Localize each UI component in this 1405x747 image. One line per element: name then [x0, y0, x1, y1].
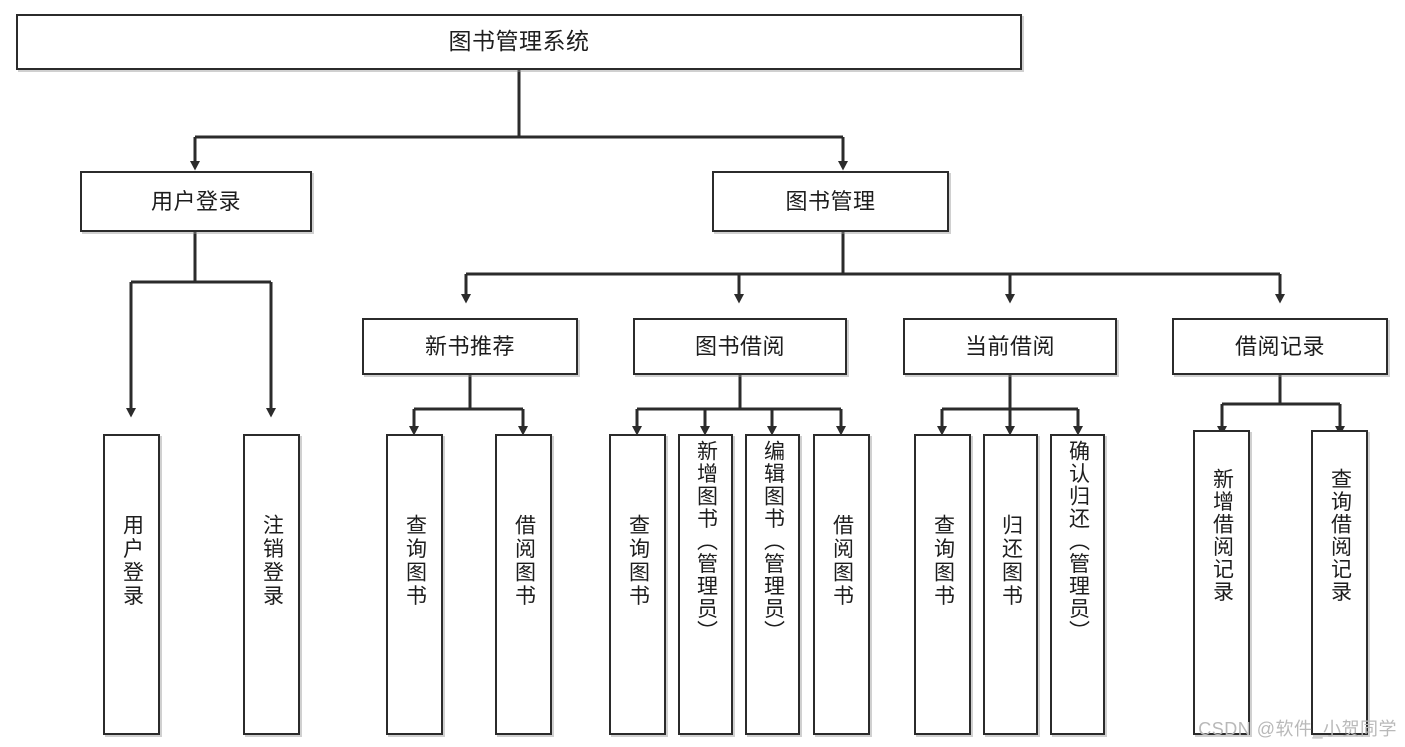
node-label: 借阅图书 [830, 514, 854, 608]
node-label: 确认归还（管理员） [1066, 440, 1090, 643]
leaf-query-book-borrow[interactable]: 查询图书 [609, 434, 666, 735]
node-new-book-recommend[interactable]: 新书推荐 [362, 318, 578, 375]
node-current-borrow[interactable]: 当前借阅 [903, 318, 1117, 375]
leaf-add-borrow-record[interactable]: 新增借阅记录 [1193, 430, 1250, 735]
node-label: 用户登录 [150, 188, 241, 214]
node-label: 查询图书 [403, 514, 427, 608]
node-label: 当前借阅 [964, 333, 1055, 359]
node-label: 图书借阅 [694, 333, 785, 359]
node-label: 新增借阅记录 [1210, 468, 1234, 603]
leaf-add-book-admin[interactable]: 新增图书（管理员） [678, 434, 733, 735]
leaf-borrow-book-borrow[interactable]: 借阅图书 [813, 434, 870, 735]
leaf-query-borrow-record[interactable]: 查询借阅记录 [1311, 430, 1368, 735]
node-label: 查询借阅记录 [1328, 468, 1352, 603]
leaf-query-book-current[interactable]: 查询图书 [914, 434, 971, 735]
leaf-logout-login[interactable]: 注销登录 [243, 434, 300, 735]
node-book-management[interactable]: 图书管理 [712, 171, 949, 232]
node-label: 注销登录 [260, 514, 284, 608]
leaf-user-login[interactable]: 用户登录 [103, 434, 160, 735]
node-user-login[interactable]: 用户登录 [80, 171, 312, 232]
node-book-borrow[interactable]: 图书借阅 [633, 318, 847, 375]
node-label: 图书管理 [785, 188, 876, 214]
node-label: 查询图书 [931, 514, 955, 608]
node-borrow-record[interactable]: 借阅记录 [1172, 318, 1388, 375]
node-label: 查询图书 [626, 514, 650, 608]
node-label: 用户登录 [120, 514, 144, 608]
node-label: 新增图书（管理员） [694, 440, 718, 643]
node-label: 借阅记录 [1234, 333, 1325, 359]
leaf-confirm-return-admin[interactable]: 确认归还（管理员） [1050, 434, 1105, 735]
node-label: 借阅图书 [512, 514, 536, 608]
leaf-return-book[interactable]: 归还图书 [983, 434, 1038, 735]
node-root-book-management-system[interactable]: 图书管理系统 [16, 14, 1022, 70]
leaf-edit-book-admin[interactable]: 编辑图书（管理员） [745, 434, 800, 735]
leaf-borrow-book-recommend[interactable]: 借阅图书 [495, 434, 552, 735]
node-label: 归还图书 [999, 514, 1023, 608]
node-label: 编辑图书（管理员） [761, 440, 785, 643]
csdn-watermark: CSDN @软件_小贺同学 [1198, 719, 1397, 739]
leaf-query-book-recommend[interactable]: 查询图书 [386, 434, 443, 735]
node-label: 图书管理系统 [448, 28, 590, 55]
node-label: 新书推荐 [424, 333, 515, 359]
